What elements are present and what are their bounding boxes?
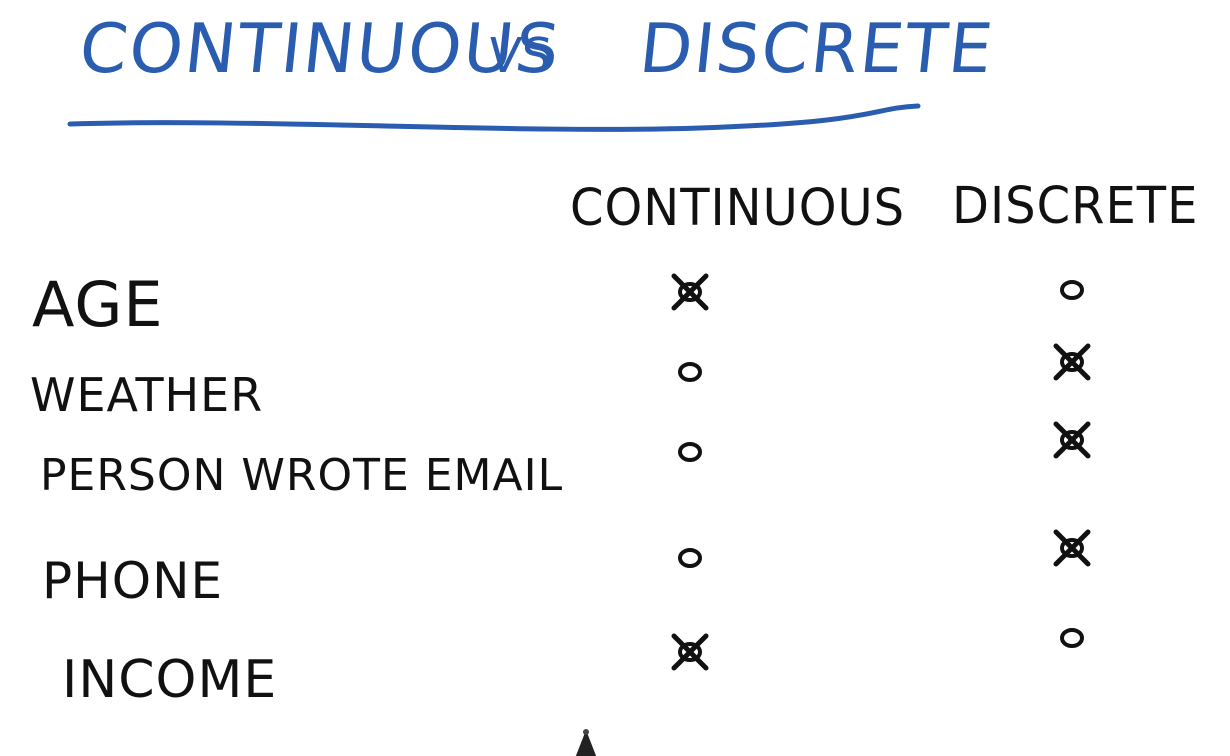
circle-icon [1060,280,1084,300]
crossed-circle-icon [671,273,709,311]
row-label-age: AGE [32,268,164,341]
row-label-weather: WEATHER [30,368,264,422]
crossed-circle-icon [671,633,709,671]
crossed-circle-icon [1053,529,1091,567]
column-header-discrete: DISCRETE [952,176,1199,236]
crossed-circle-icon [1053,343,1091,381]
row-label-phone: PHONE [42,552,224,610]
column-header-continuous: CONTINUOUS [570,178,906,238]
circle-icon [678,548,702,568]
row-label-income: INCOME [62,650,278,710]
pen-tip-icon [575,729,597,756]
circle-icon [1060,628,1084,648]
crossed-circle-icon [1053,421,1091,459]
circle-icon [678,362,702,382]
circle-icon [678,442,702,462]
row-label-person-wrote-email: PERSON WROTE EMAIL [40,450,564,501]
